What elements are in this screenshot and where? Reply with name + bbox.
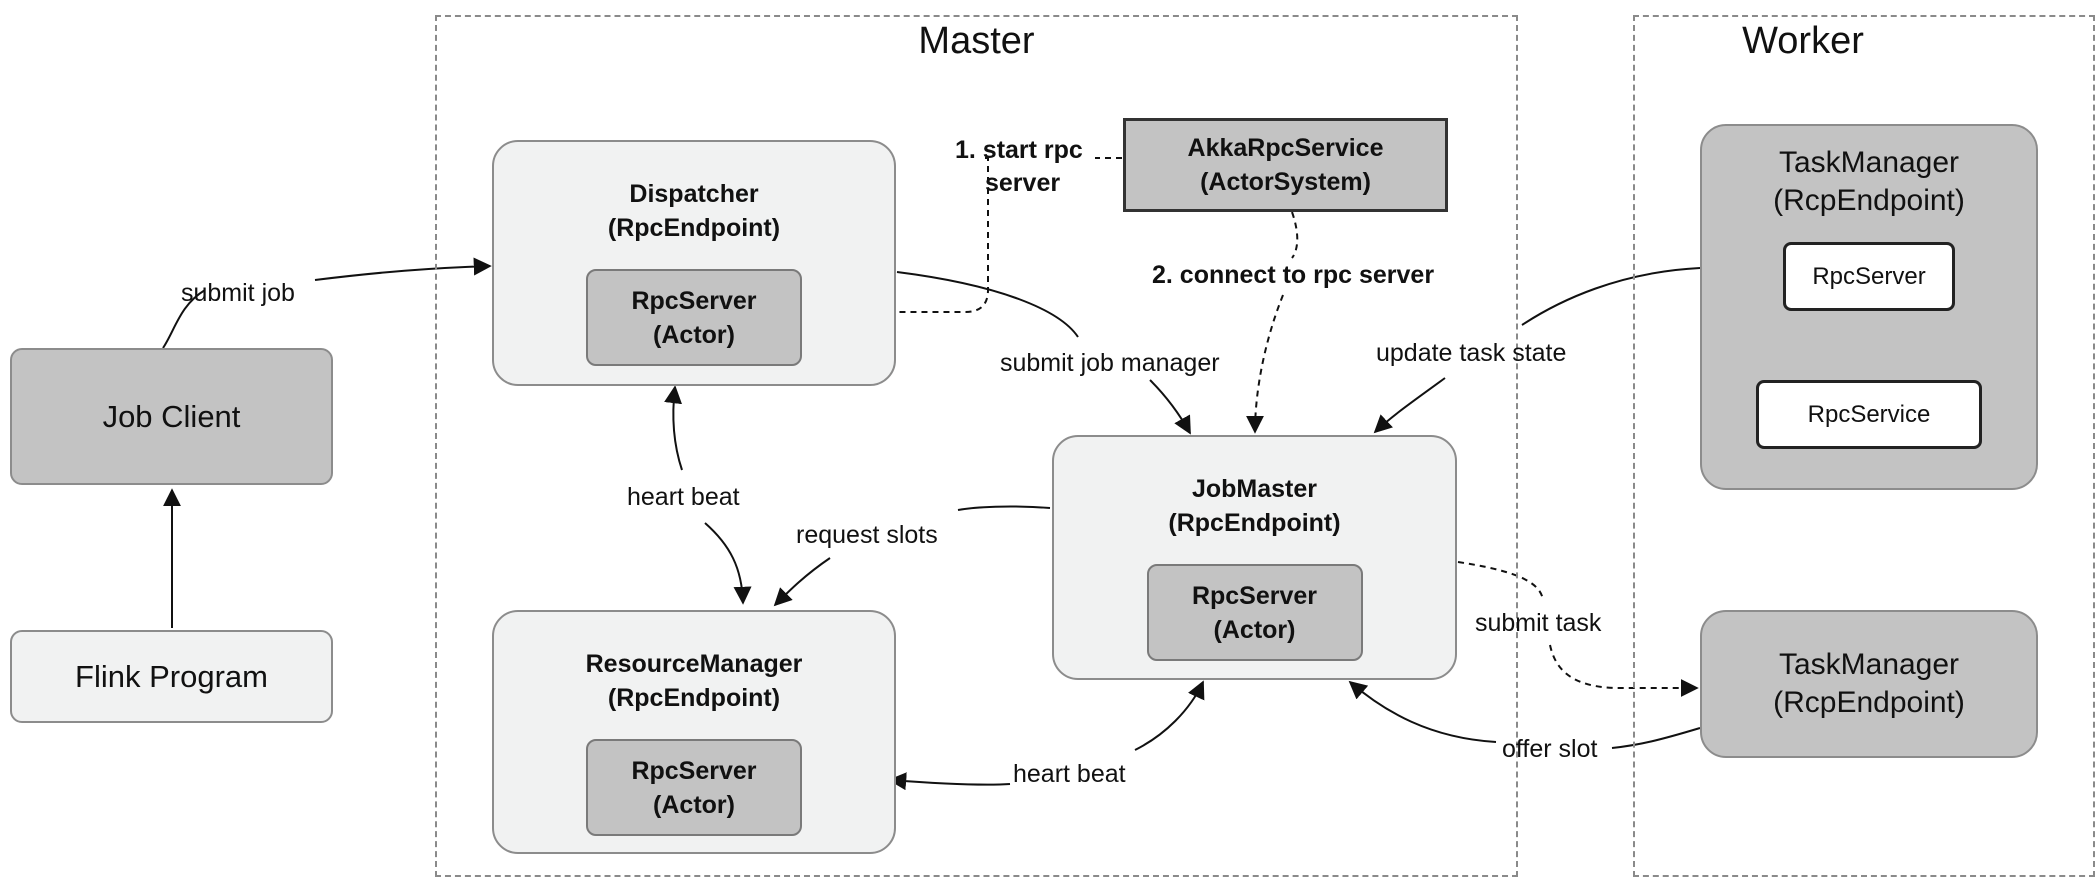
worker-region — [1633, 15, 2095, 877]
task-manager-2-node: TaskManager (RcpEndpoint) — [1700, 610, 2038, 758]
flink-program-label: Flink Program — [75, 658, 268, 694]
label-start-rpc-server-2: server — [985, 169, 1061, 197]
label-submit-task: submit task — [1475, 609, 1602, 637]
edge-heart-beat-rm-right — [1134, 680, 1205, 751]
edge-connect-rpc-server — [1255, 211, 1299, 432]
task-manager-1-rpc-server-label: RpcServer — [1812, 262, 1926, 290]
dispatcher-rpc-server-line1: RpcServer — [631, 286, 757, 315]
label-submit-job-manager: submit job manager — [1000, 349, 1220, 377]
job-master-subtitle: (RpcEndpoint) — [1168, 509, 1341, 537]
job-client-node: Job Client — [10, 348, 333, 485]
task-manager-1-rpc-server: RpcServer — [1783, 242, 1955, 311]
job-master-rpc-server-line1: RpcServer — [1191, 581, 1318, 610]
dispatcher-rpc-server-line2: (Actor) — [653, 320, 735, 349]
task-manager-2-title: TaskManager — [1778, 648, 1960, 681]
edge-update-task-state-b — [1373, 377, 1446, 434]
job-client-label: Job Client — [102, 398, 241, 434]
job-master-rpc-server-line2: (Actor) — [1213, 615, 1296, 644]
worker-title: Worker — [1742, 20, 1864, 62]
edge-heart-beat-dispatcher-up — [664, 385, 683, 471]
label-connect-rpc-server: 2. connect to rpc server — [1152, 261, 1435, 289]
master-region — [435, 15, 1518, 877]
edge-update-task-state-a — [1521, 267, 1701, 326]
task-manager-1-node: TaskManager (RcpEndpoint) RpcServer RpcS… — [1700, 124, 2038, 490]
resource-manager-subtitle: (RpcEndpoint) — [607, 684, 781, 712]
edge-heart-beat-dispatcher-down — [704, 522, 752, 605]
master-title: Master — [918, 20, 1035, 62]
resource-manager-node: ResourceManager (RpcEndpoint) RpcServer … — [492, 610, 896, 854]
task-manager-2-subtitle: (RcpEndpoint) — [1773, 686, 1965, 719]
label-heart-beat-rm: heart beat — [1013, 760, 1126, 788]
job-master-rpc-server: RpcServer (Actor) — [1146, 564, 1363, 661]
task-manager-1-rpc-service-label: RpcService — [1807, 400, 1931, 428]
job-master-node: JobMaster (RpcEndpoint) RpcServer (Actor… — [1052, 435, 1457, 680]
label-offer-slot: offer slot — [1502, 735, 1598, 763]
edge-submit-task — [1457, 561, 1697, 688]
resource-manager-rpc-server-line2: (Actor) — [653, 790, 735, 819]
dispatcher-node: Dispatcher (RpcEndpoint) RpcServer (Acto… — [492, 140, 896, 386]
dispatcher-subtitle: (RpcEndpoint) — [607, 214, 781, 242]
akka-rpc-service-line1: AkkaRpcService — [1187, 134, 1384, 162]
resource-manager-title: ResourceManager — [585, 650, 803, 678]
task-manager-1-rpc-service: RpcService — [1756, 380, 1982, 449]
edge-request-slots-a — [957, 505, 1051, 511]
flink-program-node: Flink Program — [10, 630, 333, 723]
label-request-slots: request slots — [796, 521, 938, 549]
edge-submit-job-arrow — [314, 257, 492, 281]
task-manager-1-title: TaskManager — [1778, 146, 1960, 179]
job-master-title: JobMaster — [1191, 475, 1318, 503]
edge-heart-beat-rm-left — [888, 772, 1011, 791]
label-update-task-state: update task state — [1376, 339, 1567, 367]
label-start-rpc-server-1: 1. start rpc — [955, 136, 1083, 164]
label-submit-job: submit job — [181, 279, 295, 307]
dispatcher-title: Dispatcher — [629, 180, 759, 208]
edge-submit-job — [162, 289, 206, 349]
label-heart-beat-dispatcher: heart beat — [627, 483, 740, 511]
task-manager-1-subtitle: (RcpEndpoint) — [1773, 184, 1965, 217]
edge-offer-slot-a — [1611, 727, 1701, 749]
resource-manager-rpc-server: RpcServer (Actor) — [586, 739, 802, 836]
resource-manager-rpc-server-line1: RpcServer — [631, 756, 757, 785]
edge-submit-job-manager-a — [896, 271, 1079, 338]
edge-submit-job-manager-b — [1149, 379, 1191, 435]
dispatcher-rpc-server: RpcServer (Actor) — [586, 269, 802, 366]
akka-rpc-service-line2: (ActorSystem) — [1200, 168, 1371, 196]
edge-request-slots-b — [773, 557, 831, 607]
akka-rpc-service-node: AkkaRpcService (ActorSystem) — [1123, 118, 1448, 212]
edge-offer-slot-b — [1348, 680, 1497, 743]
